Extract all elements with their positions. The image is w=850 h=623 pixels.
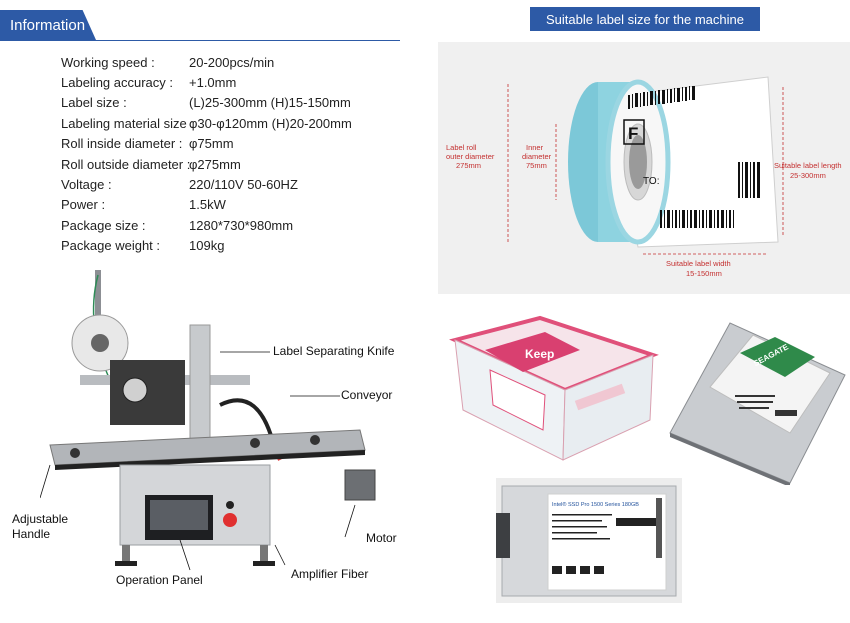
ssd-image: Intel® SSD Pro 1500 Series 180GB bbox=[494, 478, 682, 603]
spec-label: Package weight : bbox=[61, 238, 161, 254]
label-to-field: TO: bbox=[643, 176, 659, 187]
operation-panel-callout: Operation Panel bbox=[116, 573, 203, 587]
spec-label: Working speed : bbox=[61, 54, 155, 70]
label-width-label-2: 15-150mm bbox=[686, 269, 722, 278]
inner-diameter-label-3: 75mm bbox=[526, 161, 547, 170]
spec-label: Voltage : bbox=[61, 177, 112, 193]
spec-value: 1.5kW bbox=[189, 197, 226, 213]
spec-value: 20-200pcs/min bbox=[189, 54, 275, 70]
spec-value: (L)25-300mm (H)15-150mm bbox=[189, 95, 351, 111]
food-container-image: Keep bbox=[445, 310, 660, 465]
spec-value: 220/110V 50-60HZ bbox=[189, 177, 298, 193]
motor-callout: Motor bbox=[366, 531, 397, 545]
adjustable-handle-callout-2: Handle bbox=[12, 527, 51, 541]
information-tab: Information bbox=[0, 10, 96, 40]
spec-row: Package weight : 109kg bbox=[61, 236, 352, 256]
labeling-machine-image bbox=[39, 265, 380, 595]
inner-diameter-label-2: diameter bbox=[522, 152, 552, 161]
spec-row: Labeling accuracy : +1.0mm bbox=[61, 72, 352, 92]
spec-value: φ275mm bbox=[189, 156, 241, 172]
spec-value: +1.0mm bbox=[189, 75, 237, 91]
label-width-label-1: Suitable label width bbox=[666, 259, 731, 268]
spec-row: Roll outside diameter :φ275mm bbox=[61, 154, 352, 174]
spec-value: φ30-φ120mm (H)20-200mm bbox=[189, 115, 352, 131]
header-divider bbox=[0, 40, 400, 41]
spec-label: Labeling material size : bbox=[61, 115, 194, 131]
container-brand: Keep bbox=[525, 347, 554, 361]
hard-drive-image: SEAGATE bbox=[665, 315, 850, 487]
label-roll-diagram: F TO: Label roll outer diameter 275mm In… bbox=[438, 42, 850, 294]
information-title: Information bbox=[10, 16, 86, 34]
outer-diameter-label-1: Label roll bbox=[446, 143, 477, 152]
spec-row: Power : 1.5kW bbox=[61, 195, 352, 215]
label-length-label-1: Suitable label length bbox=[774, 161, 842, 170]
adjustable-handle-callout-1: Adjustable bbox=[12, 512, 69, 526]
spec-table: Working speed : 20-200pcs/min Labeling ac… bbox=[61, 52, 352, 256]
spec-value: 109kg bbox=[189, 238, 225, 254]
ssd-model: Intel® SSD Pro 1500 Series 180GB bbox=[552, 501, 639, 508]
spec-label: Package size : bbox=[61, 217, 146, 233]
spec-label: Roll outside diameter : bbox=[61, 156, 191, 172]
spec-label: Label size : bbox=[61, 95, 127, 111]
spec-row: Labeling material size :φ30-φ120mm (H)20… bbox=[61, 113, 352, 133]
outer-diameter-label-3: 275mm bbox=[456, 161, 481, 170]
label-length-label-2: 25-300mm bbox=[790, 171, 826, 180]
spec-row: Roll inside diameter : φ75mm bbox=[61, 134, 352, 154]
spec-label: Power : bbox=[61, 197, 106, 213]
outer-diameter-label-2: outer diameter bbox=[446, 152, 495, 161]
spec-row: Label size : (L)25-300mm (H)15-150mm bbox=[61, 93, 352, 113]
label-letter: F bbox=[628, 124, 638, 143]
spec-value: 1280*730*980mm bbox=[189, 217, 294, 233]
amplifier-fiber-callout: Amplifier Fiber bbox=[291, 567, 369, 581]
spec-row: Working speed : 20-200pcs/min bbox=[61, 52, 352, 72]
label-separating-knife-callout: Label Separating Knife bbox=[273, 344, 395, 358]
label-size-banner-text: Suitable label size for the machine bbox=[545, 11, 744, 27]
spec-label: Labeling accuracy : bbox=[61, 75, 174, 91]
spec-row: Voltage : 220/110V 50-60HZ bbox=[61, 174, 352, 194]
spec-label: Roll inside diameter : bbox=[61, 136, 183, 152]
conveyor-callout: Conveyor bbox=[341, 388, 393, 402]
spec-row: Package size : 1280*730*980mm bbox=[61, 215, 352, 235]
spec-value: φ75mm bbox=[189, 136, 234, 152]
inner-diameter-label-1: Inner bbox=[526, 143, 544, 152]
label-size-banner: Suitable label size for the machine bbox=[530, 7, 760, 31]
